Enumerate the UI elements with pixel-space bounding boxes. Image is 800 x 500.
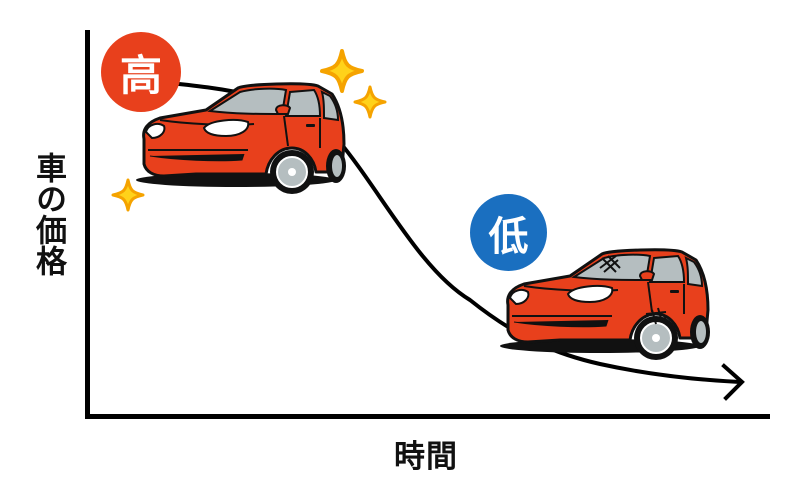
worn-car-illustration bbox=[498, 248, 712, 362]
y-axis-label: 車の価格 bbox=[30, 152, 66, 276]
high-price-label: 高 bbox=[119, 50, 162, 100]
high-price-badge: 高 bbox=[101, 32, 181, 112]
scratch-mark-icon bbox=[645, 307, 667, 325]
sparkle-icon bbox=[320, 49, 364, 93]
low-price-badge: 低 bbox=[470, 194, 547, 271]
x-axis-label: 時間 bbox=[394, 439, 458, 475]
sparkle-icon bbox=[111, 178, 145, 212]
scratch-mark-icon bbox=[599, 255, 621, 273]
sparkle-icon bbox=[353, 85, 387, 119]
low-price-label: 低 bbox=[488, 213, 529, 260]
curve-arrowhead-icon bbox=[721, 363, 745, 401]
